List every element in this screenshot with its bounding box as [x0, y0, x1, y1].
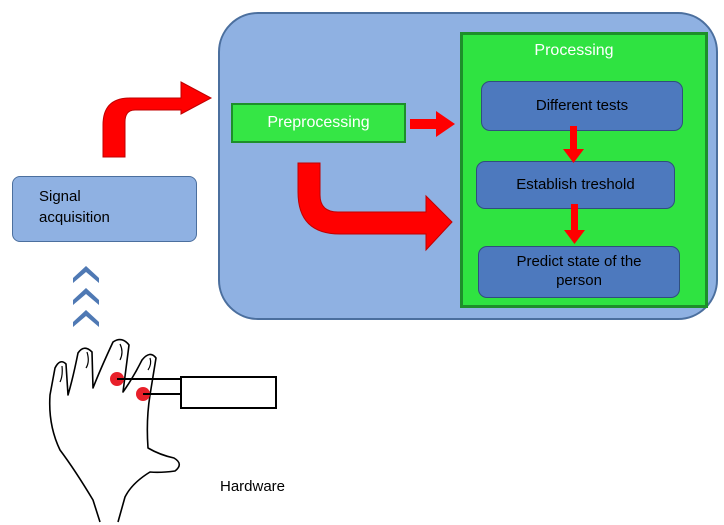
preprocessing-to-processing-arrow	[410, 111, 455, 137]
signal-acquisition-label-line1: Signal	[39, 188, 81, 205]
hand-icon	[48, 338, 181, 523]
processing-title: Processing	[534, 42, 614, 59]
fingernail-mark	[85, 351, 89, 369]
predict-state-label-line2: person	[556, 272, 602, 289]
signal-acquisition-box: Signal acquisition	[12, 176, 197, 242]
preprocessing-label: Preprocessing	[267, 114, 370, 131]
fingernail-mark	[59, 365, 63, 383]
threshold-to-prediction-arrow	[564, 204, 585, 244]
upward-chevrons-icon	[73, 266, 99, 327]
preprocessing-to-prediction-arrow	[297, 162, 453, 252]
signal-acquisition-label-line2: acquisition	[39, 209, 110, 226]
hardware-label: Hardware	[220, 478, 286, 495]
tests-to-threshold-arrow	[563, 126, 584, 163]
sensor-device	[180, 376, 277, 409]
fingernail-mark	[119, 343, 123, 361]
preprocessing-box: Preprocessing	[231, 103, 406, 143]
predict-state-box: Predict state of the person	[478, 246, 680, 298]
predict-state-label-line1: Predict state of the	[516, 253, 642, 271]
acquisition-to-system-arrow	[102, 81, 213, 158]
establish-threshold-label: Establish treshold	[516, 175, 635, 193]
fingernail-mark	[147, 357, 152, 371]
different-tests-box: Different tests	[481, 81, 683, 131]
different-tests-label: Different tests	[535, 96, 629, 114]
